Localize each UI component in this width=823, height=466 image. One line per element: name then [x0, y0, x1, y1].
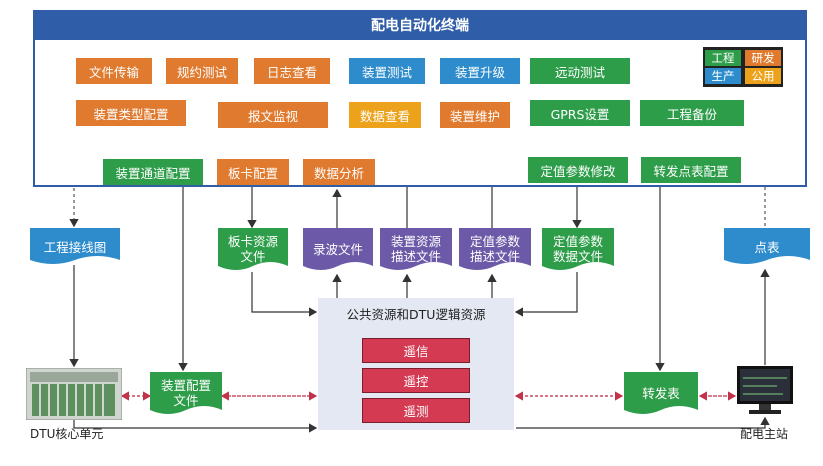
document-shape-icon [218, 228, 288, 270]
telesignal-item[interactable]: 遥信 [362, 338, 470, 363]
master-station-caption: 配电主站 [740, 427, 789, 441]
legend-engineering: 工程 [705, 50, 741, 66]
device-test-button[interactable]: 装置测试 [349, 58, 425, 84]
forward-table-config-button[interactable]: 转发点表配置 [641, 157, 741, 183]
board-config-button[interactable]: 板卡配置 [217, 159, 289, 185]
monitor-icon [737, 366, 793, 414]
device-maintenance-button[interactable]: 装置维护 [440, 102, 510, 128]
forward-table-doc[interactable]: 转发表 [624, 372, 698, 418]
point-table-doc[interactable]: 点表 [724, 228, 810, 268]
legend-public: 公用 [745, 68, 781, 84]
telecontrol-test-button[interactable]: 远动测试 [530, 58, 630, 84]
channel-config-button[interactable]: 装置通道配置 [103, 159, 203, 185]
doc-line-1: 装置资源 [390, 234, 441, 249]
legend: 工程 研发 生产 公用 [703, 47, 783, 87]
doc-line-1: 装置配置 [160, 378, 211, 393]
file-transfer-button[interactable]: 文件传输 [76, 58, 152, 84]
legend-production: 生产 [705, 68, 741, 84]
log-view-button[interactable]: 日志查看 [254, 58, 330, 84]
doc-line-2: 文件 [173, 393, 199, 408]
doc-line-1: 定值参数 [469, 234, 520, 249]
doc-line-1: 板卡资源 [227, 234, 278, 249]
setting-desc-doc[interactable]: 定值参数 描述文件 [459, 228, 531, 274]
project-backup-button[interactable]: 工程备份 [640, 100, 744, 126]
protocol-test-button[interactable]: 规约测试 [166, 58, 238, 84]
document-shape-icon [624, 372, 698, 414]
legend-rnd: 研发 [745, 50, 781, 66]
doc-line-2: 文件 [240, 249, 266, 264]
gprs-settings-button[interactable]: GPRS设置 [530, 100, 630, 126]
telecontrol-item[interactable]: 遥控 [362, 368, 470, 393]
doc-line-2: 描述文件 [390, 249, 441, 264]
setting-modify-button[interactable]: 定值参数修改 [528, 157, 628, 183]
document-shape-icon [542, 228, 614, 270]
dtu-core-caption: DTU核心单元 [30, 427, 104, 441]
telemetry-item[interactable]: 遥测 [362, 398, 470, 423]
device-config-file-doc[interactable]: 装置配置 文件 [150, 372, 222, 418]
document-shape-icon [303, 228, 373, 270]
document-shape-icon [724, 228, 810, 264]
dtu-core-unit-image [26, 368, 122, 420]
document-shape-icon [459, 228, 531, 270]
setting-data-doc[interactable]: 定值参数 数据文件 [542, 228, 614, 274]
board-resource-file-doc[interactable]: 板卡资源 文件 [218, 228, 288, 274]
data-view-button[interactable]: 数据查看 [349, 102, 421, 128]
doc-line-2: 数据文件 [552, 249, 603, 264]
device-resource-desc-doc[interactable]: 装置资源 描述文件 [380, 228, 452, 274]
terminal-title: 配电自动化终端 [33, 10, 807, 40]
document-shape-icon [150, 372, 222, 414]
data-analysis-button[interactable]: 数据分析 [303, 159, 375, 185]
doc-line-1: 定值参数 [552, 234, 603, 249]
resource-block-label: 公共资源和DTU逻辑资源 [346, 307, 486, 322]
document-shape-icon [30, 228, 120, 264]
message-monitor-button[interactable]: 报文监视 [218, 102, 328, 128]
wiring-diagram-doc[interactable]: 工程接线图 [30, 228, 120, 268]
device-upgrade-button[interactable]: 装置升级 [440, 58, 520, 84]
wave-file-doc[interactable]: 录波文件 [303, 228, 373, 274]
device-type-config-button[interactable]: 装置类型配置 [76, 100, 186, 126]
document-shape-icon [380, 228, 452, 270]
doc-line-2: 描述文件 [469, 249, 520, 264]
